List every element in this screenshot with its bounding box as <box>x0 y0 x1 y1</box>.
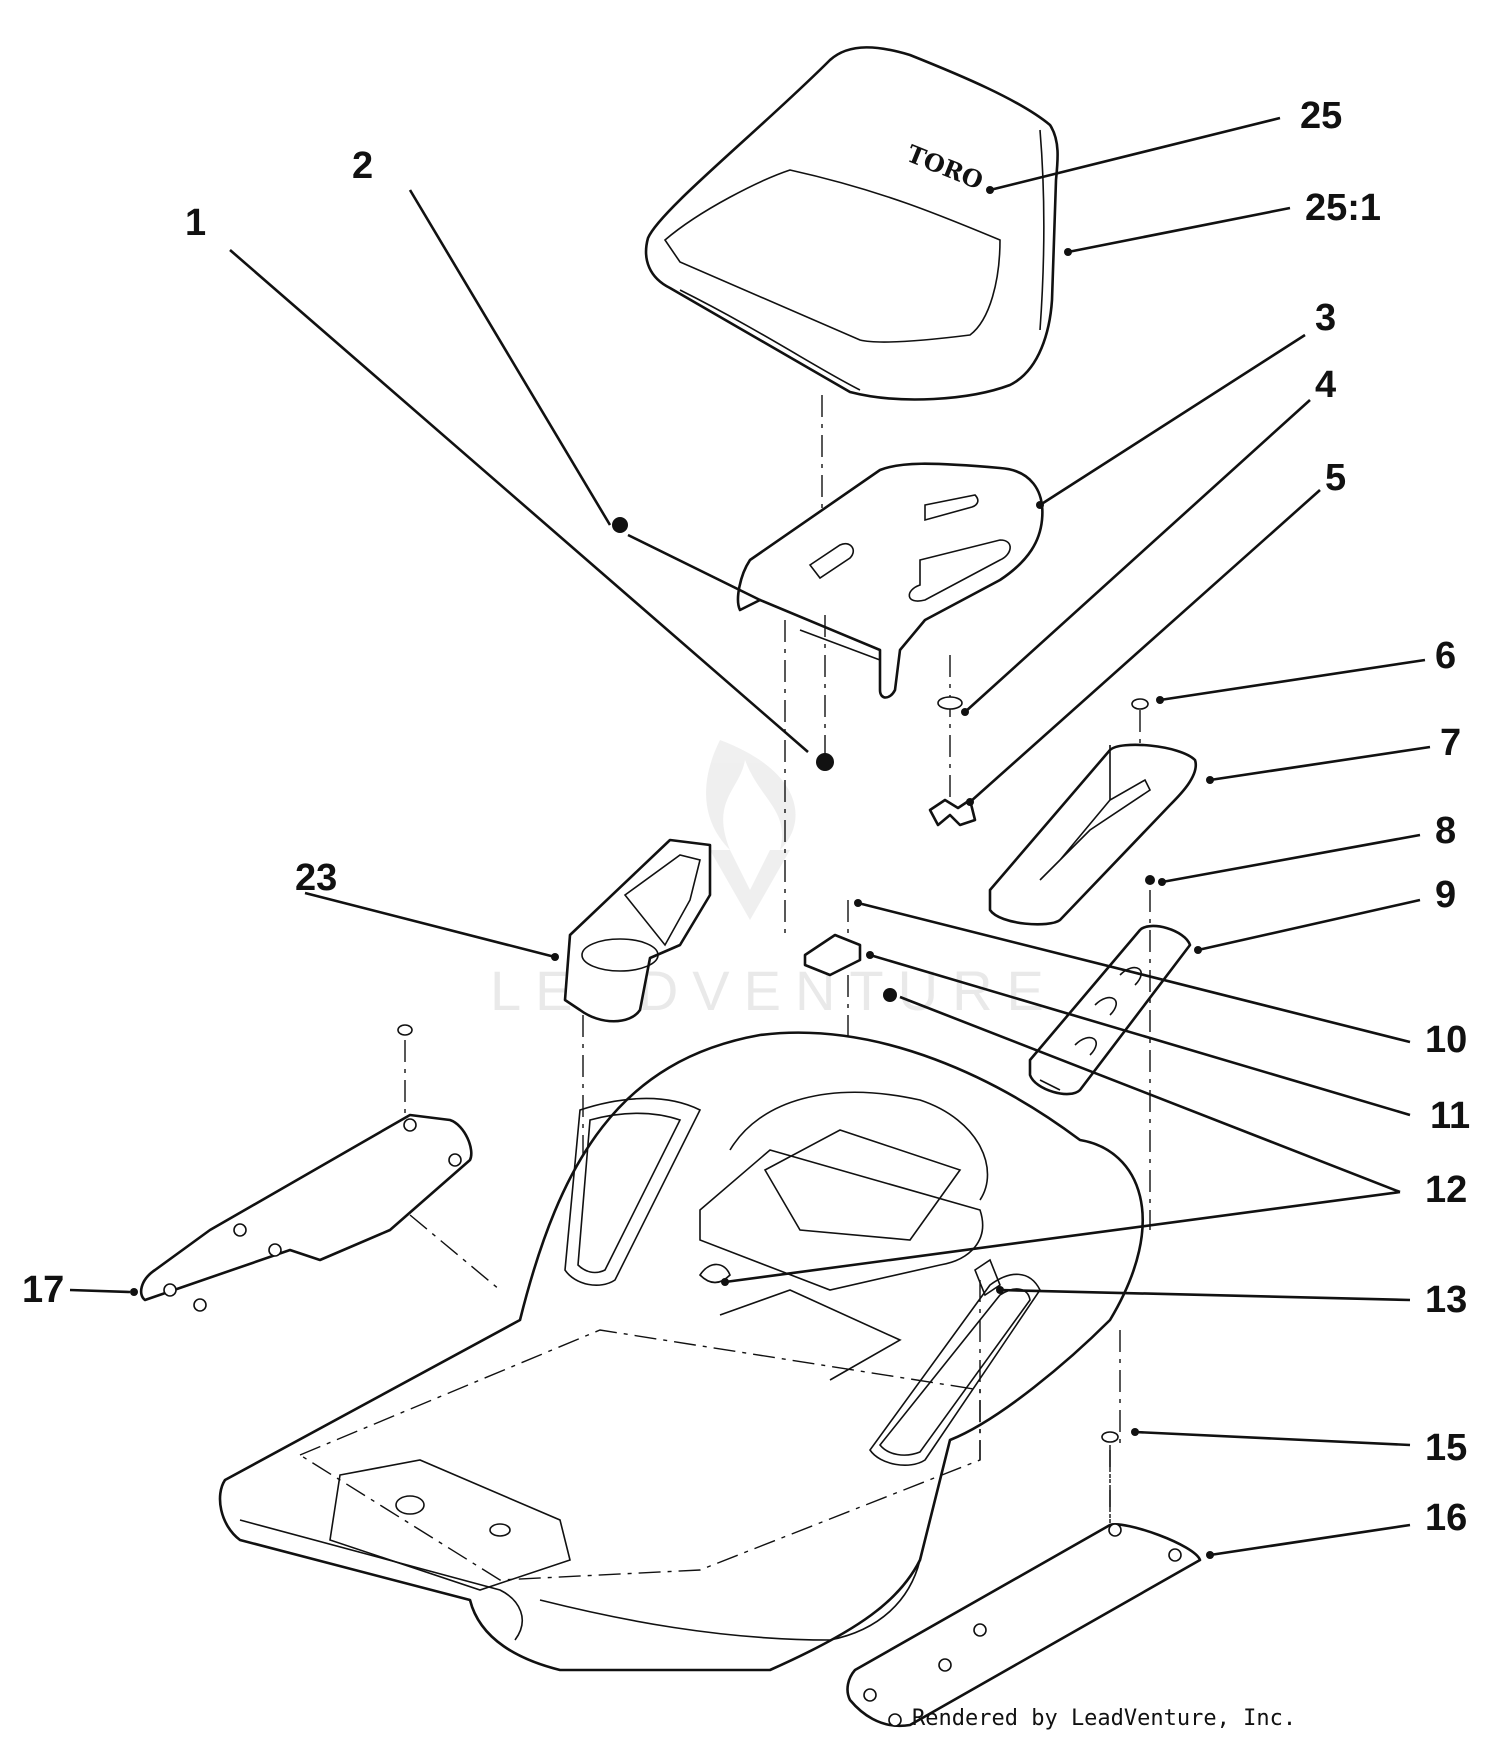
callout-15: 15 <box>1425 1427 1467 1469</box>
callout-13: 13 <box>1425 1279 1467 1321</box>
callout-1: 1 <box>185 202 206 244</box>
washer-part-4 <box>937 696 963 710</box>
callout-6: 6 <box>1435 635 1456 677</box>
screw-part-17 <box>397 1024 413 1036</box>
screw-part-6 <box>1131 698 1149 710</box>
knob-part-5 <box>928 798 977 827</box>
seat-mount-bracket <box>736 462 1044 699</box>
callout-23: 23 <box>295 857 337 899</box>
callout-10: 10 <box>1425 1019 1467 1061</box>
callout-4: 4 <box>1315 364 1336 406</box>
callout-labels: 25 25:1 2 1 3 4 5 6 7 8 9 23 10 11 12 13… <box>22 95 1470 1539</box>
tab-part-13 <box>974 1258 1001 1297</box>
cup-holder <box>563 838 712 1023</box>
footer-credit: Rendered by LeadVenture, Inc. <box>912 1706 1296 1731</box>
callout-25: 25 <box>1300 95 1342 137</box>
leader-dots <box>130 186 1214 1559</box>
callout-17: 17 <box>22 1269 64 1311</box>
nut-part-12 <box>883 988 897 1002</box>
seat: TORO <box>644 46 1059 401</box>
screw-part-8 <box>1145 875 1155 885</box>
callout-7: 7 <box>1440 722 1461 764</box>
callout-11: 11 <box>1430 1095 1470 1137</box>
screw-part-15 <box>1101 1431 1119 1443</box>
callout-3: 3 <box>1315 297 1336 339</box>
panel-axis-17 <box>409 1214 501 1291</box>
shift-decal-plate <box>1028 924 1192 1096</box>
shift-cover-plate <box>988 743 1198 926</box>
leader-lines <box>69 116 1431 1557</box>
clip-part-12 <box>698 1263 731 1284</box>
hinge-bracket-part-11 <box>803 933 862 977</box>
fender-body <box>218 1031 1144 1672</box>
callout-2: 2 <box>352 145 373 187</box>
callout-8: 8 <box>1435 810 1456 852</box>
nut-part-2 <box>612 517 628 533</box>
callout-25-1: 25:1 <box>1305 187 1381 229</box>
callout-16: 16 <box>1425 1497 1467 1539</box>
nut-part-1 <box>816 753 834 771</box>
right-side-panel <box>846 1523 1202 1728</box>
callout-9: 9 <box>1435 874 1456 916</box>
left-side-panel <box>139 1113 473 1312</box>
callout-12: 12 <box>1425 1169 1467 1211</box>
callout-5: 5 <box>1325 457 1346 499</box>
